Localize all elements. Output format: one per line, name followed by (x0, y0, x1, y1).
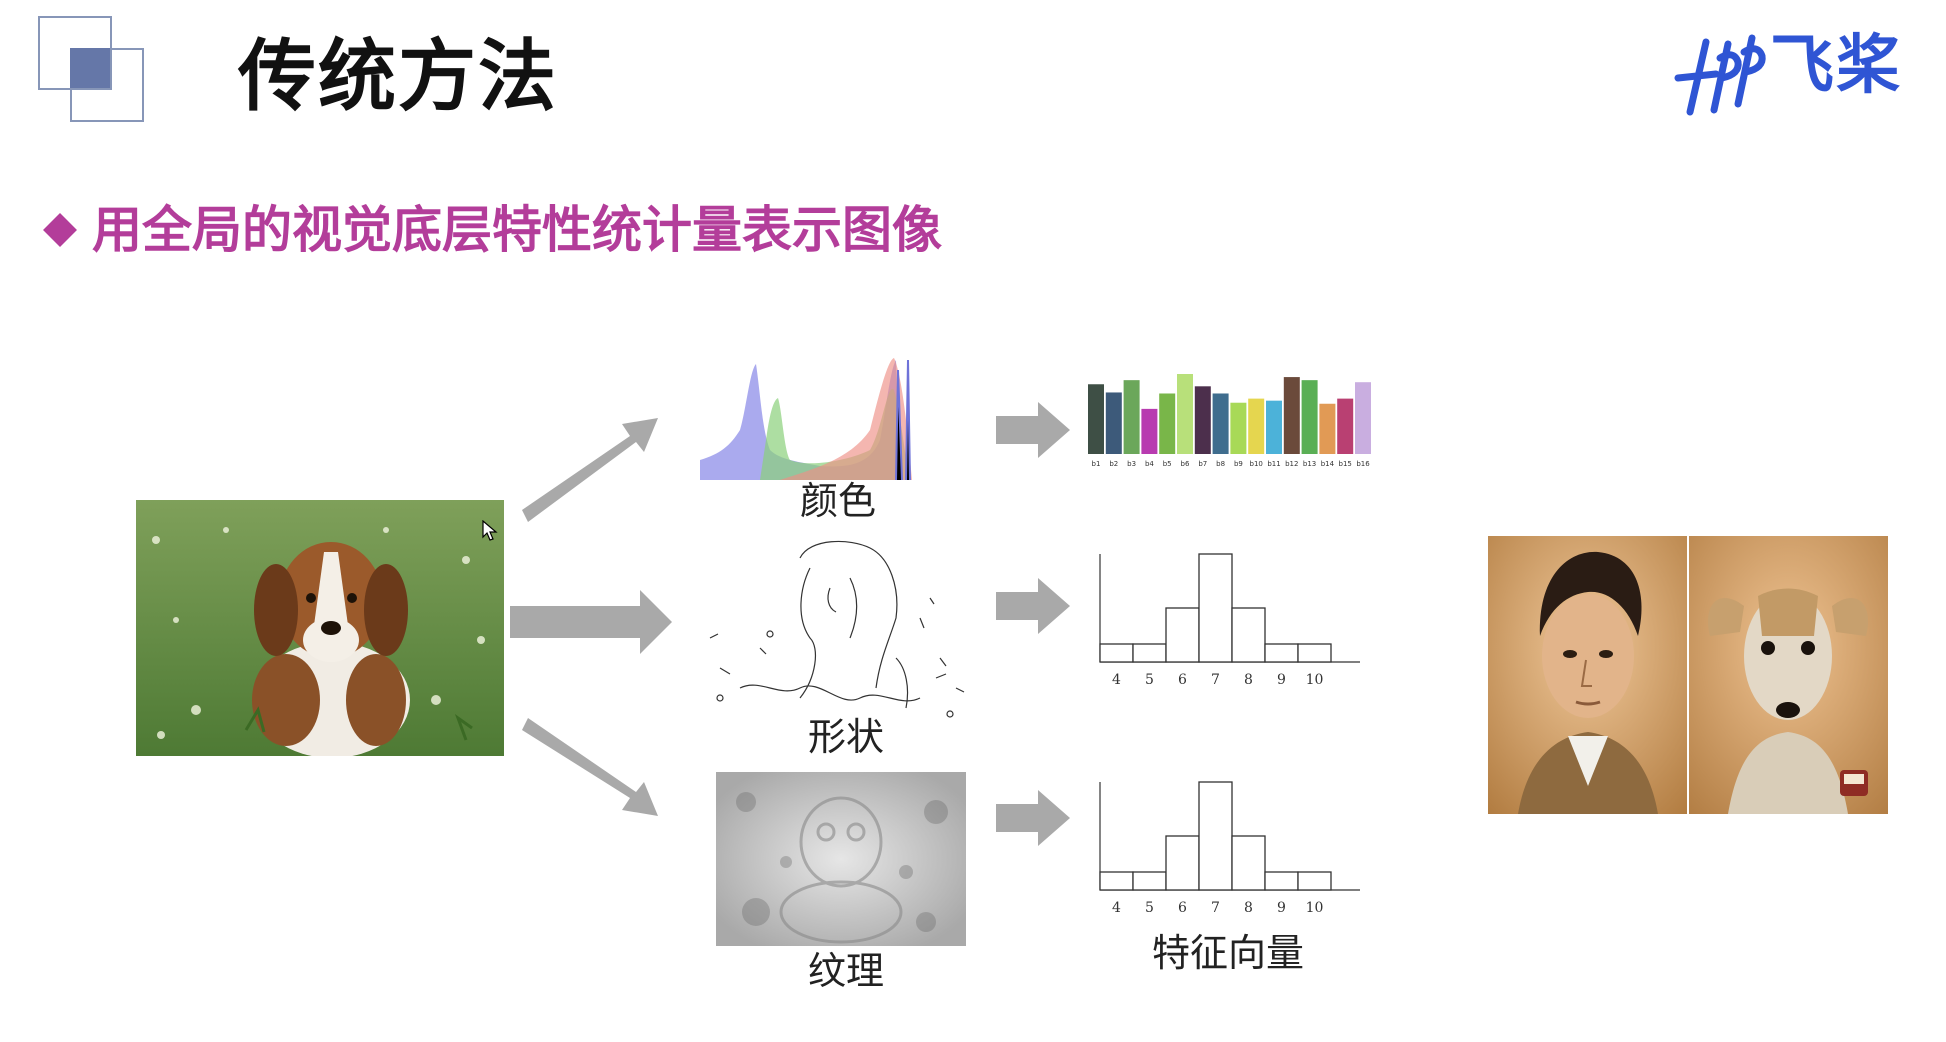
paddle-logo-icon (1670, 30, 1770, 120)
tick-label: 7 (1211, 900, 1220, 916)
bar-label: b4 (1145, 460, 1154, 468)
bar-b8 (1213, 393, 1229, 454)
logo: 飞桨 (1670, 30, 1940, 120)
bar-7 (1199, 782, 1232, 890)
bullet-text: 用全局的视觉底层特性统计量表示图像 (92, 205, 942, 255)
bar-label: b6 (1181, 460, 1190, 468)
bar-10 (1298, 644, 1331, 662)
bar-label: b2 (1109, 460, 1118, 468)
bar-label: b8 (1216, 460, 1225, 468)
page-title: 传统方法 (238, 38, 558, 116)
tick-label: 10 (1306, 672, 1324, 688)
bar-5 (1133, 872, 1166, 890)
bar-label: b1 (1092, 460, 1101, 468)
bar-label: b3 (1127, 460, 1136, 468)
arrow-right-icon (510, 590, 672, 654)
mouse-cursor-icon (482, 520, 498, 542)
bar-b15 (1337, 399, 1353, 454)
bar-b4 (1141, 409, 1157, 454)
bar-b1 (1088, 384, 1104, 454)
texture-histogram-chart: 4 5 6 7 8 9 10 (1096, 772, 1366, 922)
bar-b10 (1248, 399, 1264, 454)
arrow-up-right-icon (522, 418, 658, 522)
tick-label: 6 (1178, 672, 1187, 688)
tick-label: 4 (1112, 672, 1121, 688)
bar-b14 (1319, 404, 1335, 454)
color-feature-chart: b1 b2 b3 b4 b5 b6 b7 b8 b9 b10 b11 b12 b13 b14 b15 b16 (1086, 370, 1372, 470)
edge-image (700, 538, 980, 718)
texture-image (716, 772, 966, 946)
bar-6 (1166, 836, 1199, 890)
bar-b5 (1159, 393, 1175, 454)
tick-label: 4 (1112, 900, 1121, 916)
bar-b13 (1302, 380, 1318, 454)
tick-label: 10 (1306, 900, 1324, 916)
bar-label: b11 (1267, 460, 1280, 468)
shape-histogram-chart: 4 5 6 7 8 9 10 (1096, 544, 1366, 694)
bar-10 (1298, 872, 1331, 890)
bar-label: b9 (1234, 460, 1243, 468)
arrow-right-icon (996, 578, 1070, 634)
title-decoration (38, 16, 148, 126)
bar-7 (1199, 554, 1232, 662)
bar-8 (1232, 836, 1265, 890)
tick-label: 5 (1145, 672, 1154, 688)
bar-6 (1166, 608, 1199, 662)
color-histogram-image (700, 350, 922, 480)
bar-b16 (1355, 382, 1371, 454)
bar-label: b5 (1163, 460, 1172, 468)
bar-b7 (1195, 386, 1211, 454)
arrow-down-right-icon (522, 718, 658, 816)
texture-label: 纹理 (808, 952, 884, 990)
bar-4 (1100, 872, 1133, 890)
bar-label: b12 (1285, 460, 1298, 468)
color-label: 颜色 (800, 482, 876, 520)
bar-b12 (1284, 377, 1300, 454)
bar-b9 (1230, 403, 1246, 454)
bar-label: b10 (1250, 460, 1263, 468)
feature-vector-label: 特征向量 (1152, 934, 1304, 972)
bar-label: b7 (1198, 460, 1207, 468)
bar-b3 (1124, 380, 1140, 454)
tick-label: 8 (1244, 672, 1253, 688)
bar-9 (1265, 872, 1298, 890)
man-and-dog-photo (1488, 536, 1888, 814)
bar-label: b15 (1339, 460, 1352, 468)
tick-label: 9 (1277, 900, 1286, 916)
beagle-photo (136, 500, 504, 756)
diamond-bullet-icon (43, 213, 77, 247)
arrow-right-icon (996, 790, 1070, 846)
bar-label: b14 (1321, 460, 1335, 468)
bar-5 (1133, 644, 1166, 662)
arrows-to-charts (994, 388, 1074, 848)
bar-b6 (1177, 374, 1193, 454)
arrow-right-icon (996, 402, 1070, 458)
tick-label: 7 (1211, 672, 1220, 688)
shape-label: 形状 (808, 718, 884, 756)
arrows-to-features (510, 400, 680, 840)
bar-label: b13 (1303, 460, 1316, 468)
bar-9 (1265, 644, 1298, 662)
bar-b2 (1106, 392, 1122, 454)
bar-label: b16 (1356, 460, 1370, 468)
bar-8 (1232, 608, 1265, 662)
logo-text: 飞桨 (1770, 34, 1902, 98)
bar-4 (1100, 644, 1133, 662)
tick-label: 8 (1244, 900, 1253, 916)
tick-label: 9 (1277, 672, 1286, 688)
tick-label: 5 (1145, 900, 1154, 916)
tick-label: 6 (1178, 900, 1187, 916)
bullet-item: 用全局的视觉底层特性统计量表示图像 (40, 205, 942, 255)
bar-b11 (1266, 401, 1282, 454)
